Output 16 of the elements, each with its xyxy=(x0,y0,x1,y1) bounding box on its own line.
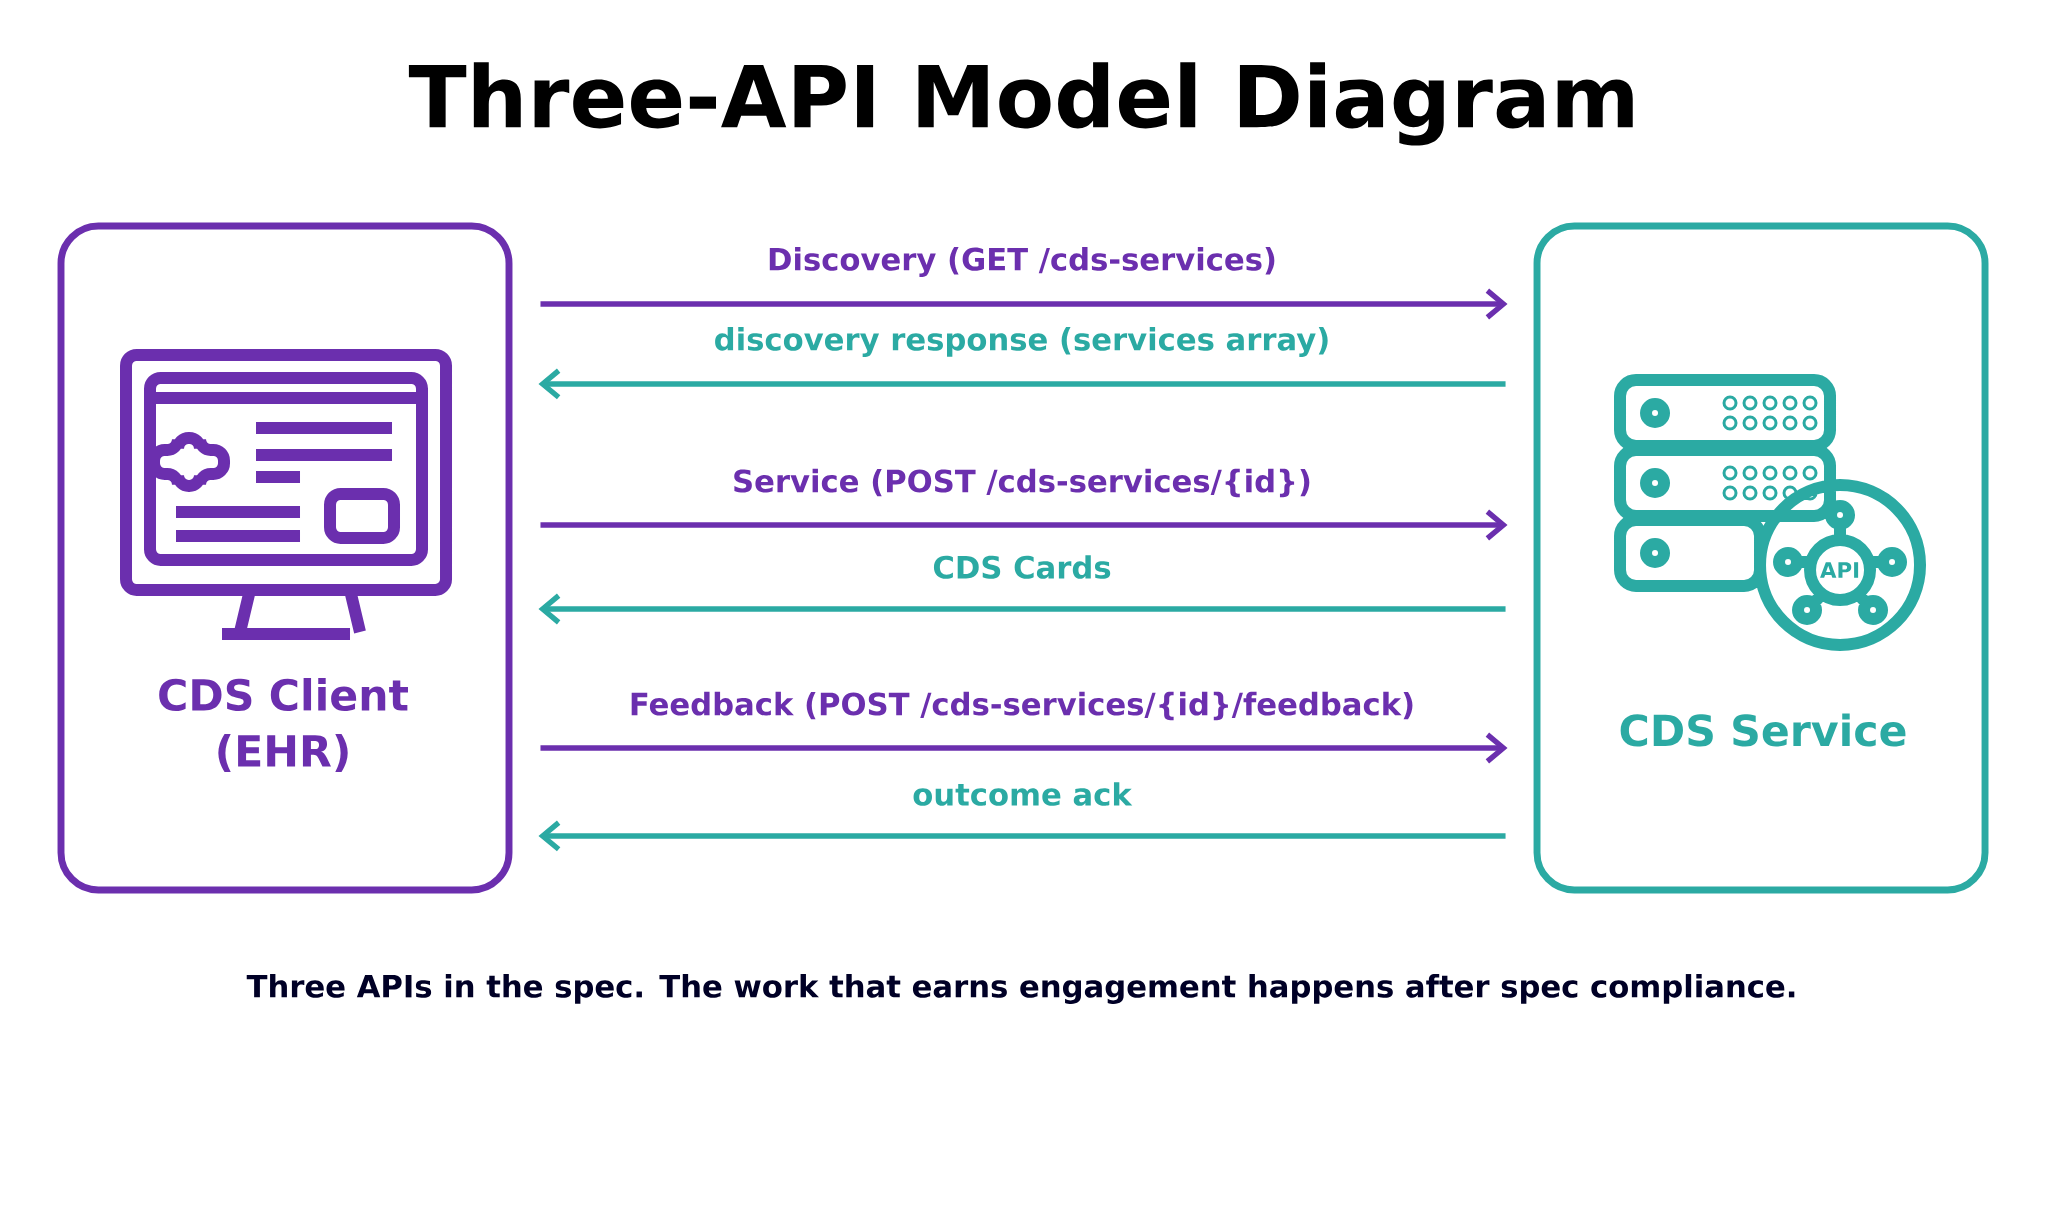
caption: Three APIs in the spec. The work that earns engagement happens after spec compliance. xyxy=(246,974,1795,1004)
edge-label: outcome ack xyxy=(913,782,1133,806)
arrow xyxy=(538,820,1506,852)
title: Three-API Model Diagram xyxy=(408,62,1633,146)
api-label: API xyxy=(1820,562,1859,578)
arrow xyxy=(540,288,1508,320)
edge-label: Service (POST /cds-services/{id}) xyxy=(734,468,1310,498)
panel-box: CDS Client (EHR) xyxy=(57,222,513,894)
arrow xyxy=(540,732,1508,764)
edge-label: Feedback (POST /cds-services/{id}/feedback) xyxy=(631,691,1413,721)
edge-label: discovery response (services array) xyxy=(715,327,1328,357)
arrow xyxy=(538,593,1506,625)
edge-label: CDS Cards xyxy=(933,555,1111,579)
arrow xyxy=(540,509,1508,541)
arrow xyxy=(538,368,1506,400)
edge-label: Discovery (GET /cds-services) xyxy=(769,247,1275,277)
